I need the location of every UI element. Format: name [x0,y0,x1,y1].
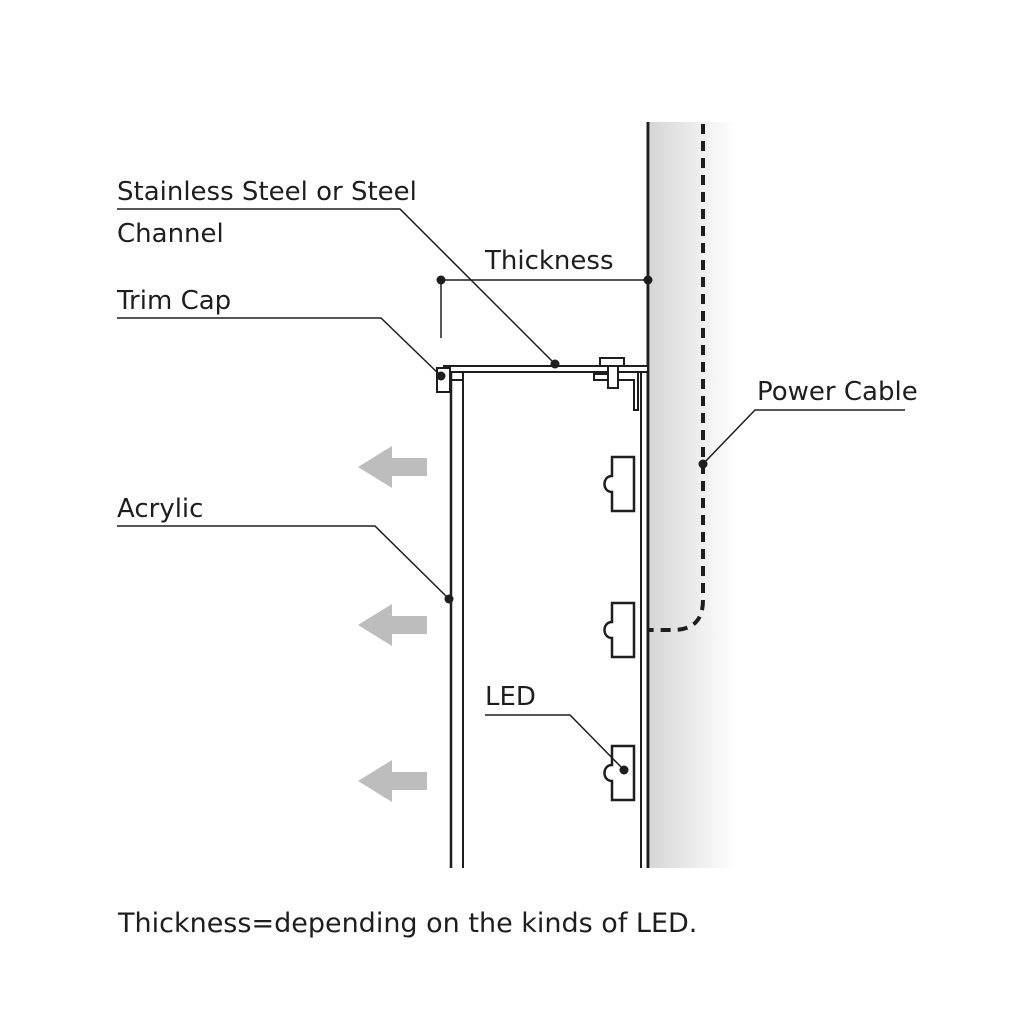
led-leader-line [485,714,625,771]
footnote: Thickness=depending on the kinds of LED. [118,908,698,939]
power-cable-label: Power Cable [757,377,918,407]
wall-shading [650,122,735,868]
channel-label-line2: Channel [117,219,224,249]
led-leader-dot [619,765,629,775]
thickness-left-dot [436,275,446,285]
acrylic-leader-dot [444,594,454,604]
power-cable-leader-dot [698,459,708,469]
thickness-right-dot [643,275,653,285]
left-arrow-icon [358,604,427,646]
trim-cap-label: Trim Cap [117,286,232,316]
led-label: LED [485,682,536,712]
led-module-2 [603,601,636,659]
led-module-3 [603,744,636,802]
channel-leader-line [117,208,556,365]
acrylic-leader-line [117,525,450,600]
power-cable [648,124,705,632]
led-module-1 [603,455,636,513]
trim-cap-leader-dot [436,371,446,381]
trim-cap-leader-line [117,317,442,377]
left-arrow-icon [358,760,427,802]
thickness-label: Thickness [485,246,614,276]
mounting-bracket [593,357,639,411]
channel-label-line1: Stainless Steel or Steel [117,177,417,207]
power-cable-leader-line [702,409,905,465]
left-arrow-icon [358,446,427,488]
channel-leader-dot [550,359,560,369]
acrylic-label: Acrylic [117,494,204,524]
